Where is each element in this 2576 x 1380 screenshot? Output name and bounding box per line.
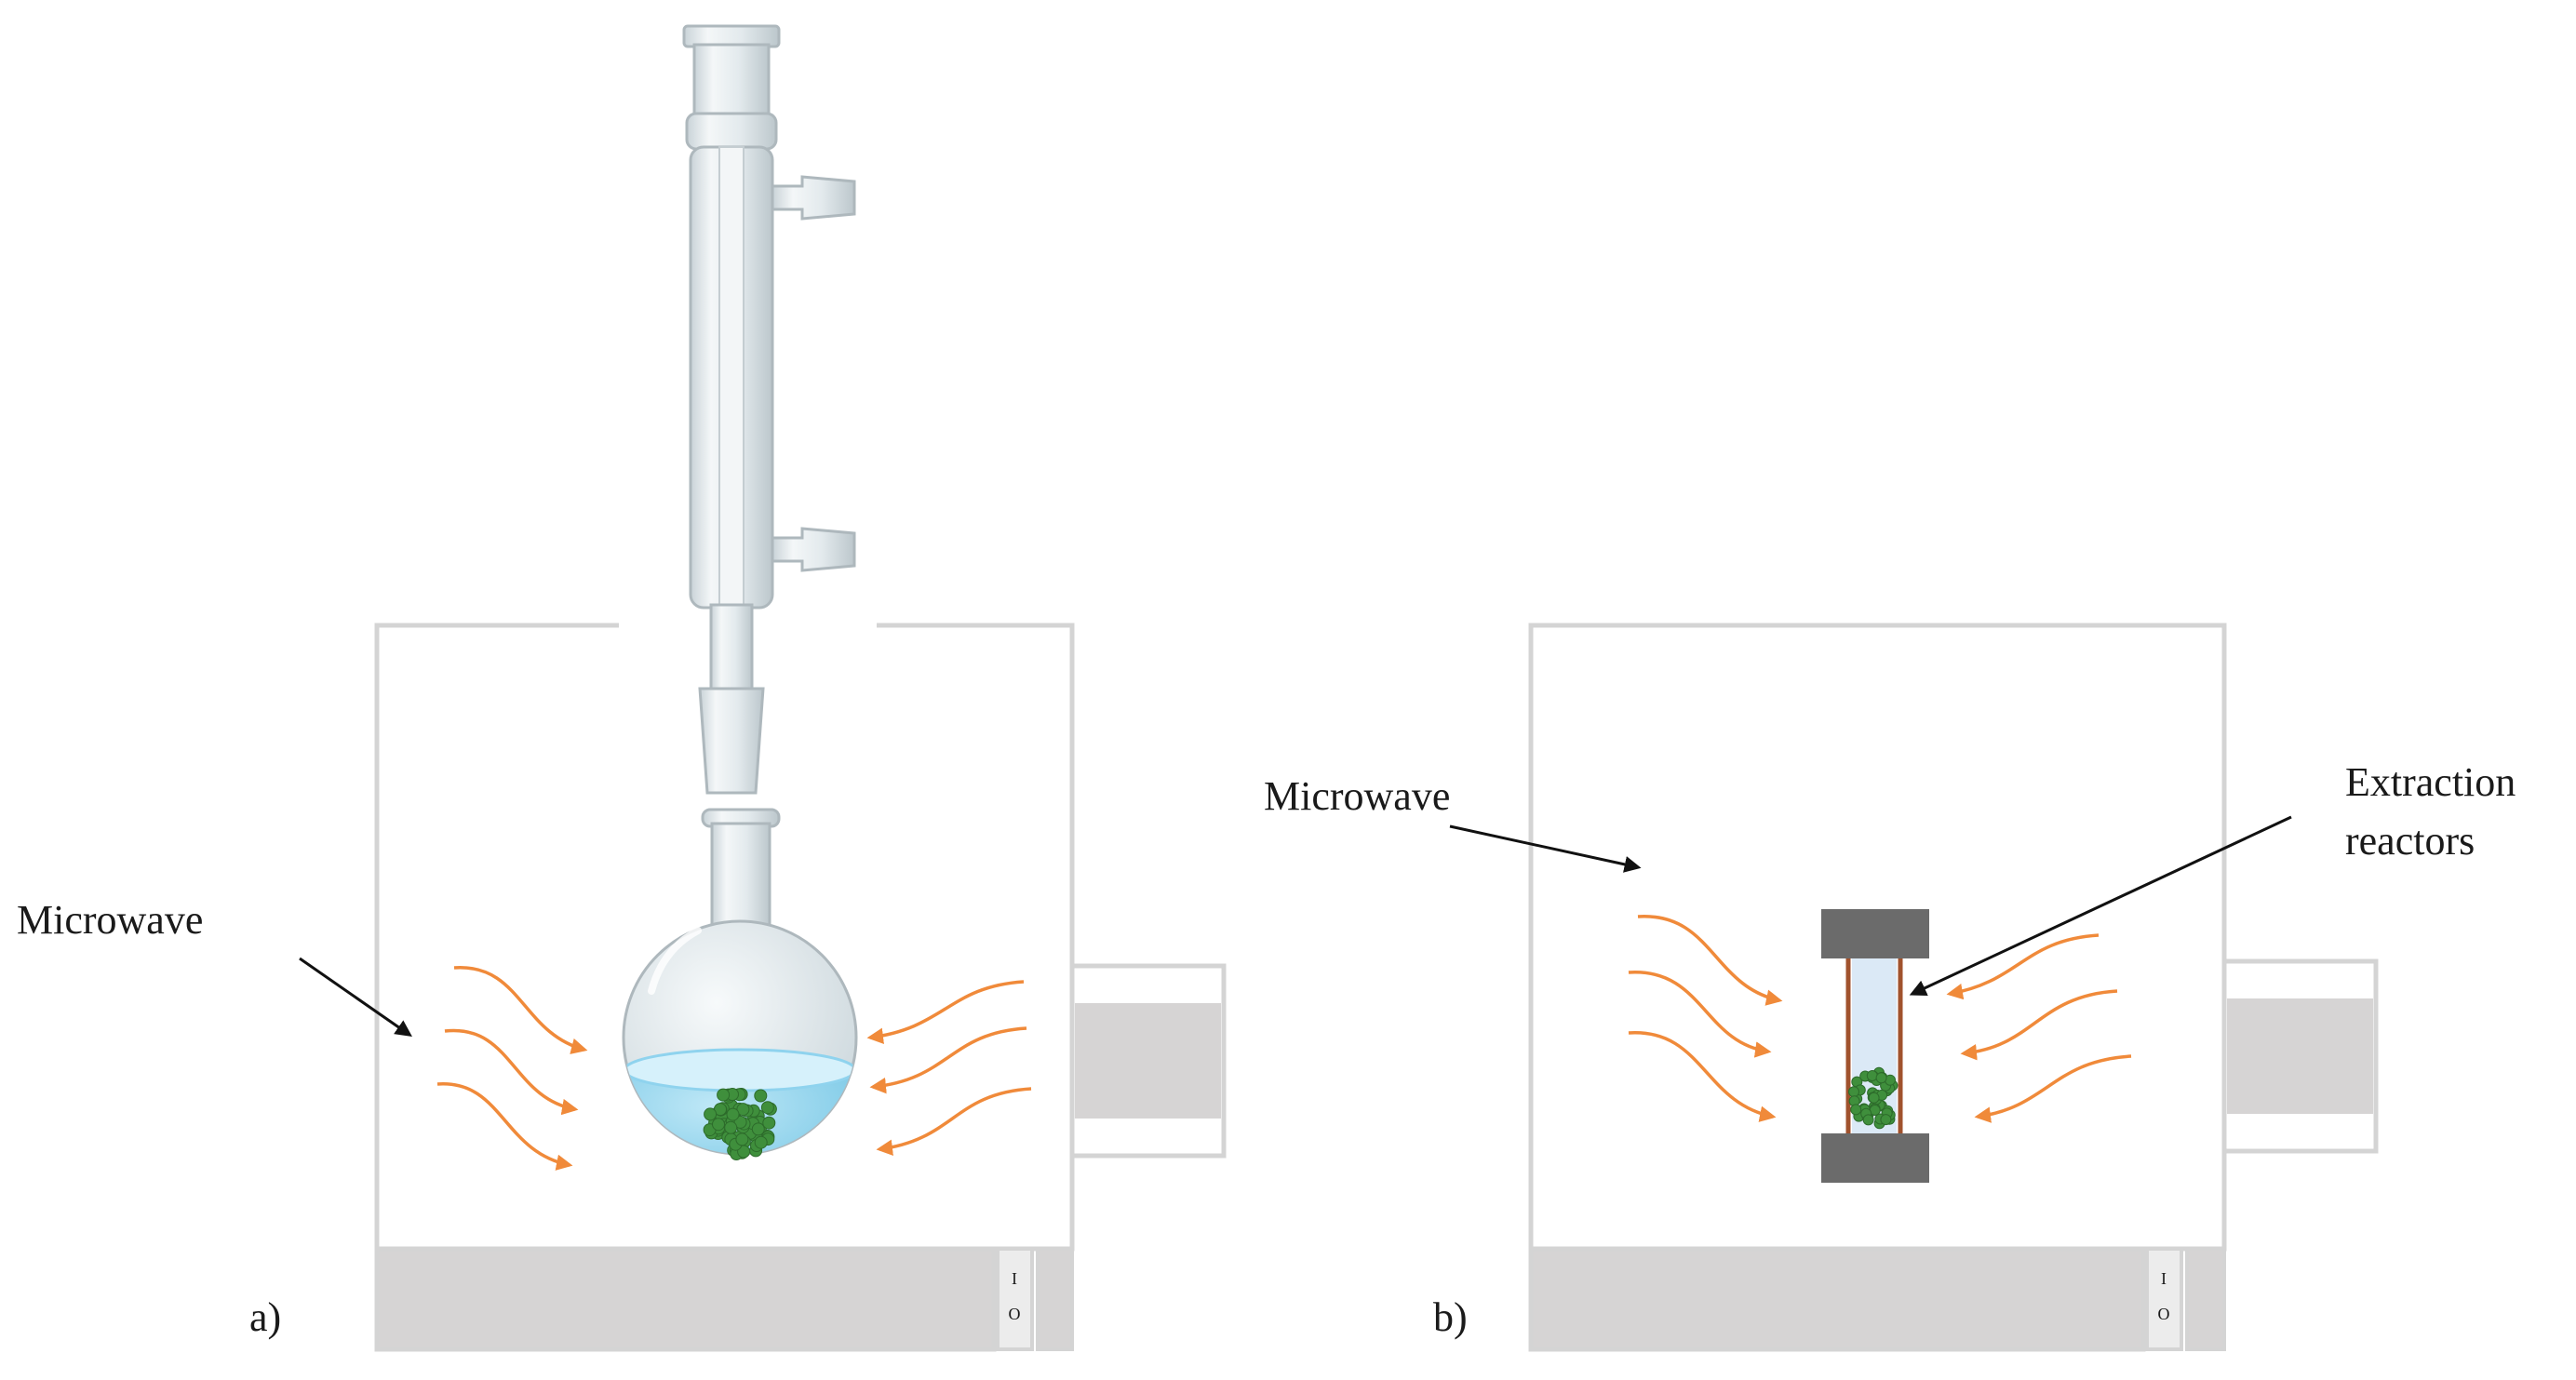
microwave-oven-b: I O [1528, 623, 2379, 1352]
reactor-label-line1: Extraction [2345, 759, 2516, 805]
microwave-radiation-arrows-b [1628, 915, 2132, 1123]
extraction-reactor-icon [1821, 909, 1929, 1183]
plant-particle [760, 1101, 774, 1115]
plant-particle [717, 1088, 731, 1102]
oven-base-b [1528, 1246, 2146, 1352]
plant-particle [1875, 1072, 1887, 1084]
panel-label-b: b) [1433, 1294, 1468, 1340]
plant-particle [754, 1089, 768, 1103]
microwave-pointer-a [299, 957, 412, 1038]
plant-material-a [703, 1088, 777, 1160]
panel-b: I O Microwave Extraction reactors b) [1264, 623, 2516, 1352]
microwave-pointer-b [1449, 824, 1642, 873]
microwave-radiation-arrows-a [436, 966, 1032, 1171]
plant-particle [1862, 1114, 1874, 1126]
svg-text:I: I [2161, 1269, 2167, 1288]
plant-particle [751, 1122, 765, 1136]
oven-base-a [374, 1246, 997, 1352]
microwave-label-b: Microwave [1264, 773, 1450, 819]
plant-particle [754, 1135, 768, 1149]
reactor-cap-top [1821, 909, 1929, 958]
power-switch-a [996, 1247, 1034, 1351]
reflux-condenser-icon [682, 24, 856, 795]
svg-text:O: O [1009, 1305, 1021, 1323]
plant-particle [712, 1118, 725, 1132]
plant-particle [724, 1120, 738, 1134]
round-bottom-flask-icon [622, 808, 858, 1160]
plant-particle [735, 1132, 749, 1146]
plant-particle [704, 1107, 718, 1121]
svg-text:I: I [1012, 1269, 1017, 1288]
panel-label-a: a) [249, 1294, 281, 1340]
reactor-cap-bottom [1821, 1133, 1929, 1183]
svg-text:O: O [2158, 1305, 2170, 1323]
reactor-pointer [1909, 815, 2292, 997]
plant-particle [1848, 1086, 1859, 1098]
plant-particle [762, 1116, 776, 1130]
microwave-label-a: Microwave [17, 897, 203, 943]
power-switch-b [2145, 1247, 2183, 1351]
plant-material-b [1848, 1066, 1898, 1130]
panel-a: I O [17, 24, 1227, 1352]
plant-particle [733, 1115, 747, 1129]
plant-particle [726, 1107, 740, 1121]
reactor-label-line2: reactors [2345, 818, 2475, 864]
plant-particle [736, 1103, 750, 1117]
plant-particle [1850, 1104, 1862, 1116]
plant-particle [1866, 1070, 1878, 1081]
plant-particle [1880, 1114, 1892, 1126]
plant-particle [1868, 1092, 1880, 1104]
microwave-oven-a: I O [374, 623, 1227, 1352]
